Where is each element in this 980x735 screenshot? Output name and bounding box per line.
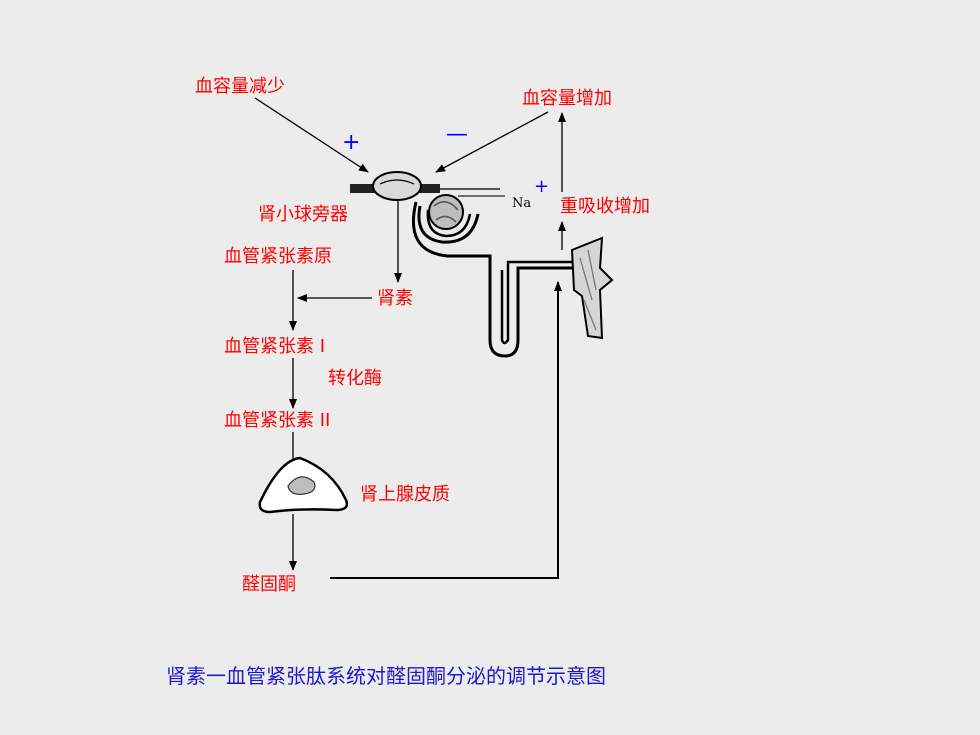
label-reabsorption-increase: 重吸收增加 bbox=[560, 196, 650, 217]
arrow-increase-to-jga bbox=[435, 111, 549, 173]
label-juxtaglomerular: 肾小球旁器 bbox=[258, 204, 348, 225]
label-renin: 肾素 bbox=[377, 288, 413, 309]
sodium-charge: + bbox=[534, 176, 550, 197]
jga-oval-icon bbox=[372, 171, 422, 201]
label-aldosterone: 醛固酮 bbox=[242, 574, 296, 595]
nephron-tubule-icon bbox=[411, 201, 582, 358]
label-blood-volume-decrease: 血容量减少 bbox=[195, 76, 285, 97]
label-converting-enzyme: 转化酶 bbox=[328, 368, 382, 389]
glomerulus-icon bbox=[428, 194, 464, 230]
arrow-aldosterone-to-duct bbox=[330, 281, 562, 579]
sodium-symbol: Na bbox=[512, 196, 532, 211]
plus-sign: + bbox=[342, 130, 361, 155]
diagram-caption: 肾素一血管紧张肽系统对醛固酮分泌的调节示意图 bbox=[166, 664, 606, 688]
collecting-duct-icon bbox=[570, 236, 614, 340]
minus-sign: — bbox=[446, 122, 468, 147]
label-blood-volume-increase: 血容量增加 bbox=[522, 88, 612, 109]
label-angiotensinogen: 血管紧张素原 bbox=[224, 246, 332, 267]
label-angiotensin-2: 血管紧张素 II bbox=[224, 410, 331, 431]
label-adrenal-cortex: 肾上腺皮质 bbox=[360, 484, 450, 505]
arrow-decrease-to-jga bbox=[254, 97, 369, 173]
label-angiotensin-1: 血管紧张素 I bbox=[224, 336, 326, 357]
